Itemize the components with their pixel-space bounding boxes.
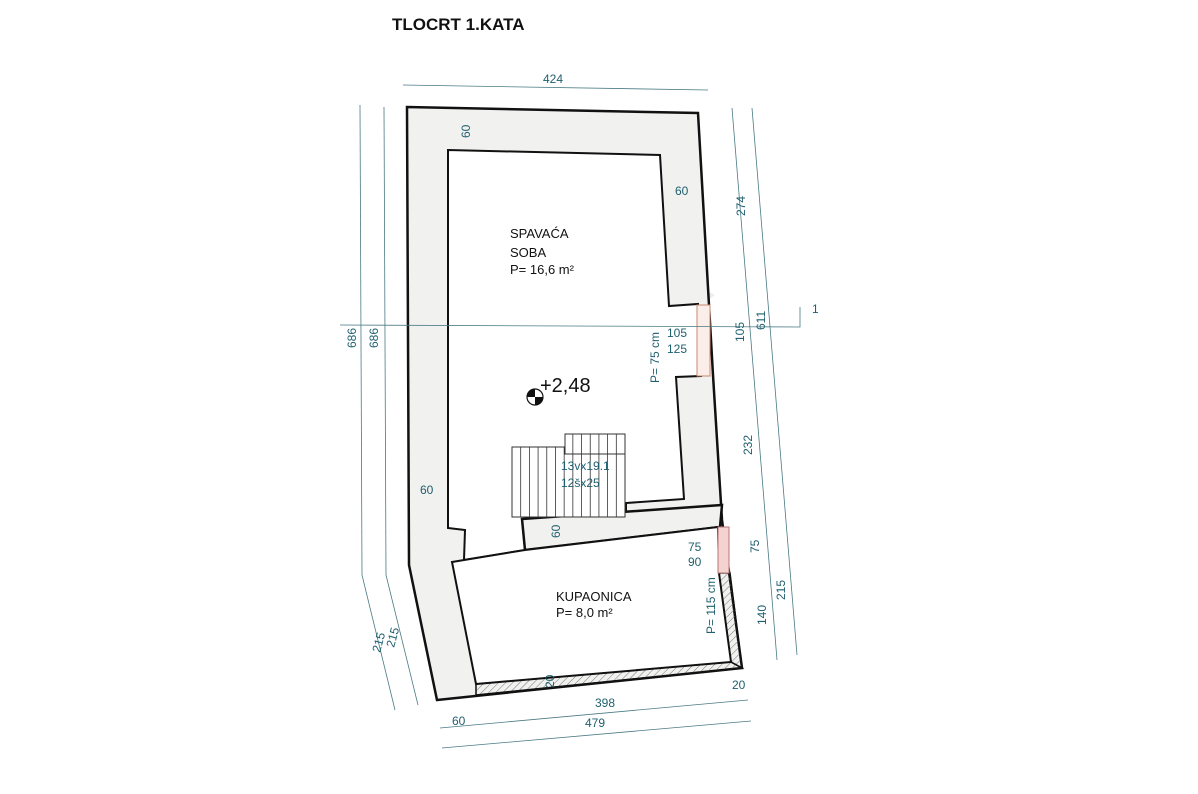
dimension-lines [359,84,798,749]
door-sill: P= 115 cm [704,577,718,634]
window-sill: P= 75 cm [648,332,662,383]
door [717,526,730,574]
dim-left-wall: 60 [420,483,434,497]
dim-right-140: 140 [755,605,769,625]
stairs-spec-1: 13vx19.1 [561,459,610,473]
dim-left-bottom-inner: 215 [383,625,402,648]
dim-interior-wall: 60 [549,524,563,538]
dim-bottom-wall: 20 [543,674,557,688]
bedroom-name-2: SOBA [510,245,546,260]
bathroom-name: KUPAONICA [556,589,632,604]
section-line [339,307,801,328]
dim-top-width: 424 [543,72,563,86]
dim-left-inner: 686 [367,328,381,348]
dim-left-outer: 686 [345,328,359,348]
window-width: 105 [667,326,687,340]
dim-bottom-60: 60 [452,714,466,728]
bathroom-area: P= 8,0 m² [556,605,613,620]
plan-title: TLOCRT 1.KATA [392,15,525,34]
window-height: 125 [667,342,687,356]
dim-right-232: 232 [741,435,755,455]
staircase [511,433,626,518]
door-height: 90 [688,555,702,569]
dim-right-75: 75 [748,539,762,553]
window [696,304,711,377]
bedroom-interior [447,148,703,562]
door-width: 75 [688,540,702,554]
level-marker-icon [526,388,544,406]
section-marker: 1 [812,302,819,316]
dim-left-bottom-outer: 215 [369,630,388,653]
dim-right-274: 274 [734,196,748,216]
dim-bottom-398: 398 [595,696,615,710]
dim-bottom-479: 479 [585,716,605,730]
bedroom-name-1: SPAVAĆA [510,226,569,241]
bedroom-area: P= 16,6 m² [510,262,575,277]
dim-top-wall: 60 [459,124,473,138]
stairs-spec-2: 12šx25 [561,476,600,490]
dim-right-105: 105 [733,322,747,342]
dim-right-215: 215 [774,580,788,600]
dim-right-wall: 60 [675,184,689,198]
dim-right-611: 611 [754,311,768,330]
dim-bottom-right-20: 20 [732,678,746,692]
level-mark: +2,48 [540,375,591,397]
